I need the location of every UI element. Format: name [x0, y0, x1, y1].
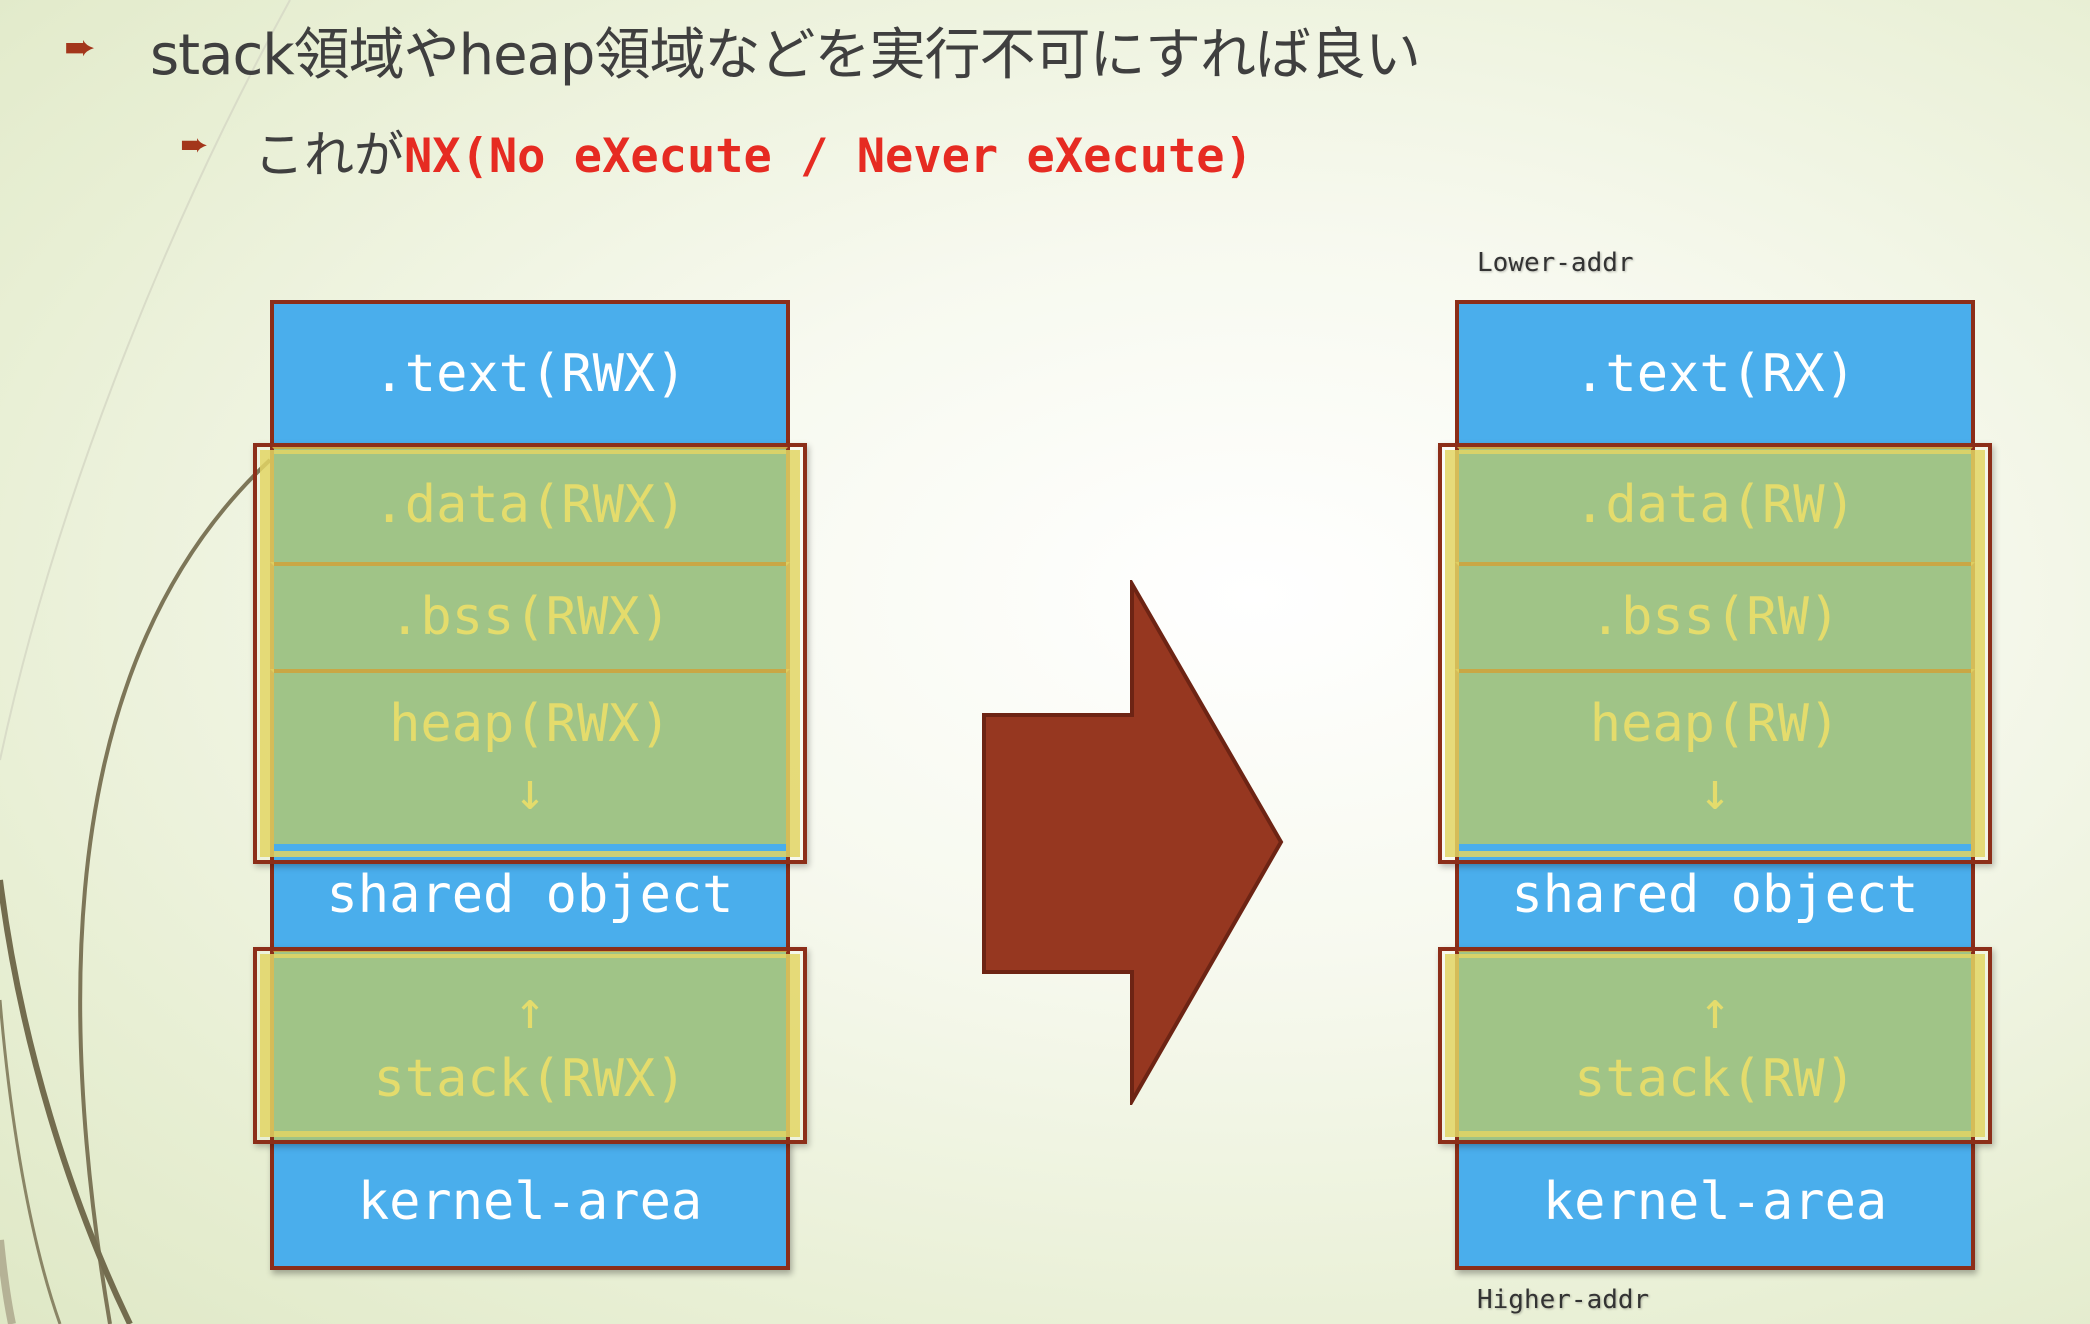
higher-addr-label: Higher-addr [1477, 1285, 1650, 1315]
bullet-arrow-icon: ➨ [64, 25, 96, 69]
heading-level2-prefix: これが [254, 126, 404, 184]
segment-kernel-area-label: kernel-area [357, 1172, 703, 1233]
heap-down-arrow-icon: ↓ [514, 761, 546, 822]
bullet-arrow-icon: ➨ [180, 125, 209, 165]
segment-heap-label: heap(RWX) [389, 693, 671, 754]
segment-text: .text(RWX) [270, 300, 790, 445]
segment-data-label: .data(RWX) [373, 474, 687, 535]
segment-data-label: .data(RW) [1574, 474, 1856, 535]
segment-shared-object-label: shared object [326, 865, 734, 926]
heap-down-arrow-icon: ↓ [1699, 761, 1731, 822]
segment-stack-label: stack(RW) [1574, 1049, 1856, 1109]
segment-kernel-area: kernel-area [1455, 1140, 1975, 1270]
memory-layout-after: .text(RX) .data(RW) .bss(RW) heap(RW) ↓ s… [1438, 300, 1992, 1270]
segment-stack: ↑ stack(RW) [1455, 948, 1975, 1140]
segment-text-label: .text(RX) [1574, 343, 1856, 404]
segment-heap: heap(RWX) ↓ [270, 669, 790, 844]
segment-bss: .bss(RW) [1455, 562, 1975, 669]
segment-shared-object-label: shared object [1511, 865, 1919, 926]
lower-addr-label: Lower-addr [1477, 248, 1634, 278]
segment-data: .data(RW) [1455, 445, 1975, 562]
heading-level2: これがNX(No eXecute / Never eXecute) [254, 115, 1253, 187]
segment-text-label: .text(RWX) [373, 343, 687, 404]
right-arrow-icon [982, 580, 1284, 1105]
stack-up-arrow-icon: ↑ [514, 981, 546, 1042]
segment-bss-label: .bss(RWX) [389, 586, 671, 647]
segment-kernel-area-label: kernel-area [1542, 1172, 1888, 1233]
heading-level1: stack領域やheap領域などを実行不可にすれば良い [150, 23, 1421, 88]
segment-data: .data(RWX) [270, 445, 790, 562]
segment-bss-label: .bss(RW) [1589, 586, 1841, 647]
segment-text: .text(RX) [1455, 300, 1975, 445]
stack-up-arrow-icon: ↑ [1699, 981, 1731, 1042]
segment-bss: .bss(RWX) [270, 562, 790, 669]
nx-highlight: NX(No eXecute / Never eXecute) [404, 129, 1253, 184]
segment-heap-label: heap(RW) [1589, 693, 1841, 754]
segment-heap: heap(RW) ↓ [1455, 669, 1975, 844]
memory-layout-before: .text(RWX) .data(RWX) .bss(RWX) heap(RWX… [253, 300, 807, 1270]
segment-kernel-area: kernel-area [270, 1140, 790, 1270]
segment-stack: ↑ stack(RWX) [270, 948, 790, 1140]
segment-stack-label: stack(RWX) [373, 1049, 687, 1109]
segment-shared-object: shared object [1455, 844, 1975, 948]
segment-shared-object: shared object [270, 844, 790, 948]
